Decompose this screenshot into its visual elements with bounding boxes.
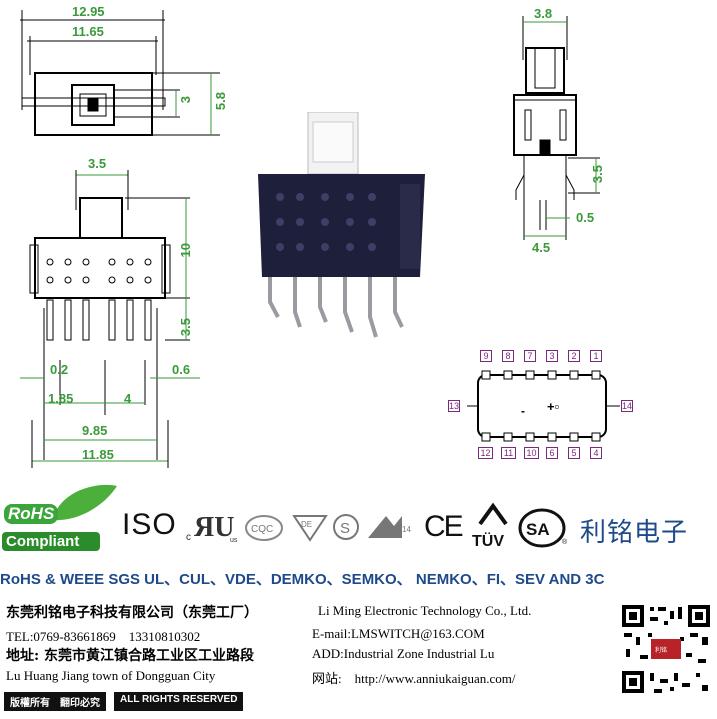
copyright-bar: 版權所有 翻印必究 ALL RIGHTS RESERVED [4, 692, 244, 711]
iso-logo: ISO [122, 508, 177, 541]
svg-text:c: c [186, 532, 191, 543]
svg-text:利铭: 利铭 [655, 646, 667, 654]
leaf-icon [52, 484, 117, 521]
tuv-logo: TÜV [472, 502, 508, 550]
pinout-body-outline: - +▫ [467, 370, 620, 442]
company-address-cn: 地址: 东莞市黄江镇合路工业区工业路段 [6, 648, 255, 664]
dim-front-actuator-width: 3.5 [88, 156, 107, 171]
dim-front-overall: 11.85 [82, 447, 114, 462]
dim-top-width-overall: 12.95 [72, 4, 105, 19]
standards-line: RoHS & WEEE SGS UL、CUL、VDE、DEMKO、SEMKO、 … [0, 571, 605, 588]
semko-logo: S [333, 514, 359, 540]
company-name-en: Li Ming Electronic Technology Co., Ltd. [318, 603, 532, 618]
dim-front-left-gap: 0.2 [50, 362, 69, 377]
dim-front-pin-span: 9.85 [82, 423, 108, 438]
pin-label: 5 [568, 447, 580, 459]
pin-label: 12 [478, 447, 493, 459]
side-view-drawing [513, 16, 600, 240]
dim-front-right-gap: 0.6 [172, 362, 191, 377]
pin-label: 8 [502, 350, 514, 362]
company-name-cn: 东莞利铭电子科技有限公司（东莞工厂） [6, 605, 258, 621]
pin-label: 3 [546, 350, 558, 362]
ul-logo: c ЯU us [186, 512, 238, 544]
front-view-drawing [20, 170, 200, 468]
dim-top-height-inner: 3 [178, 96, 193, 104]
dim-side-width: 3.8 [534, 6, 553, 21]
brand-name-cn: 利铭电子 [580, 518, 689, 548]
svg-text:DE: DE [301, 520, 312, 529]
company-website: 网站: http://www.anniukaiguan.com/ [312, 671, 516, 686]
pin-label: 7 [524, 350, 536, 362]
fimko-logo: 14 [368, 516, 411, 538]
product-photo [258, 112, 425, 338]
rohs-label: RoHS [4, 504, 59, 524]
csa-logo: SA ® [518, 508, 568, 548]
dim-side-pin-length: 3.5 [590, 165, 605, 184]
copyright-en: ALL RIGHTS RESERVED [114, 692, 244, 711]
svg-text:TÜV: TÜV [472, 531, 504, 550]
company-address-en-2: Lu Huang Jiang town of Dongguan City [6, 668, 216, 683]
svg-text:SA: SA [526, 520, 550, 539]
pin-label: 1 [590, 350, 602, 362]
svg-text:-: - [521, 404, 525, 418]
pin-label: 4 [590, 447, 602, 459]
rohs-logo: RoHS Compliant [2, 482, 120, 554]
dim-front-body-height: 10 [178, 243, 193, 258]
svg-text:ЯU: ЯU [194, 512, 234, 543]
company-tel: TEL:0769-83661869 13310810302 [6, 629, 201, 644]
pin-label: 2 [568, 350, 580, 362]
top-view-drawing [20, 10, 220, 136]
pin-label: 10 [524, 447, 539, 459]
svg-text:S: S [340, 520, 350, 537]
dim-front-pin-length: 3.5 [178, 318, 193, 337]
dim-top-width-body: 11.65 [72, 24, 104, 39]
svg-text:+▫: +▫ [547, 399, 559, 414]
dim-top-height-body: 5.8 [213, 92, 228, 111]
company-address-en: ADD:Industrial Zone Industrial Lu [312, 646, 495, 661]
pin-label: 13 [448, 400, 460, 412]
cqc-logo: CQC [245, 515, 283, 541]
svg-text:14: 14 [402, 525, 411, 534]
svg-text:®: ® [562, 538, 568, 546]
dim-front-first-pitch: 1.85 [48, 391, 74, 406]
svg-text:CQC: CQC [251, 524, 273, 535]
pin-label: 11 [501, 447, 516, 459]
dim-side-pin-span: 4.5 [532, 240, 551, 255]
dim-side-pin-thickness: 0.5 [576, 210, 595, 225]
dim-front-pitch: 4 [124, 391, 132, 406]
pin-label: 14 [621, 400, 633, 412]
qr-code[interactable]: 利铭 [620, 603, 712, 695]
vde-logo: DE [292, 515, 328, 542]
company-email: E-mail:LMSWITCH@163.COM [312, 626, 485, 641]
pin-label: 6 [546, 447, 558, 459]
ce-logo: CE [424, 510, 464, 543]
pinout-diagram: 9 8 7 3 2 1 13 14 12 11 10 6 5 4 - +▫ [445, 345, 645, 465]
rohs-compliant-label: Compliant [2, 532, 100, 551]
pin-label: 9 [480, 350, 492, 362]
svg-text:us: us [230, 537, 238, 544]
copyright-cn: 版權所有 翻印必究 [4, 692, 106, 711]
